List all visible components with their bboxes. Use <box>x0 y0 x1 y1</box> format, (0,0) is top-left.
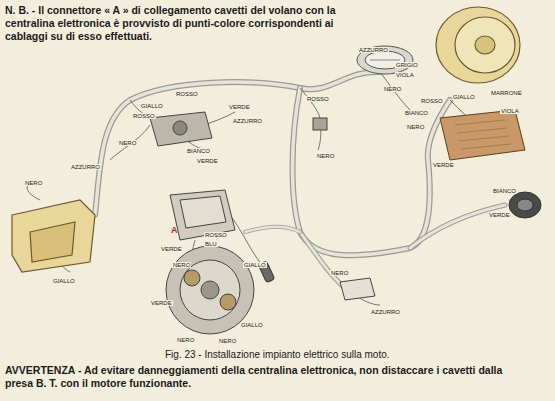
regulator <box>457 128 507 133</box>
stop-switch <box>313 118 327 130</box>
headlamp <box>436 7 520 83</box>
note-text: AVVERTENZA - Ad evitare danneggiamenti d… <box>5 364 520 390</box>
junction-connector <box>340 278 375 300</box>
harness <box>300 232 345 288</box>
speedometer <box>357 46 413 74</box>
regulator <box>459 136 509 141</box>
harness <box>245 227 300 232</box>
speedometer <box>370 60 400 61</box>
regulator <box>440 110 525 160</box>
wires <box>27 185 40 200</box>
cdi-unit <box>180 196 226 228</box>
harness <box>95 72 505 288</box>
horn <box>509 192 541 218</box>
wire-color: BIANCO <box>492 188 517 194</box>
wire-color: GIALLO <box>243 262 267 268</box>
wire-color: NERO <box>118 140 137 146</box>
junction-connector <box>340 278 375 300</box>
wire-color: NERO <box>316 153 335 159</box>
connector-letter: A <box>170 226 179 235</box>
wire-color: ROSSO <box>175 91 199 97</box>
tail-light <box>30 222 75 262</box>
light-switch <box>150 112 212 146</box>
regulator <box>455 120 505 125</box>
headlamp <box>455 17 515 73</box>
harness <box>293 88 451 255</box>
wire-color: VIOLA <box>395 72 415 78</box>
wire-color: NERO <box>24 180 43 186</box>
wires <box>27 72 480 305</box>
regulator <box>440 110 525 160</box>
light-switch <box>150 112 212 146</box>
wire-color: BIANCO <box>404 110 429 116</box>
flywheel-stator <box>201 281 219 299</box>
wire-color: VERDE <box>488 212 511 218</box>
wire-color: AZZURRO <box>358 47 389 53</box>
harness <box>293 88 451 255</box>
figure-caption: Fig. 23 - Installazione impianto elettri… <box>164 349 391 361</box>
harness <box>95 72 380 215</box>
tail-light <box>12 200 95 272</box>
wire-color: ROSSO <box>306 96 330 102</box>
wire-color: BIANCO <box>186 148 211 154</box>
wires <box>110 125 150 160</box>
wire-color: ROSSO <box>204 232 228 238</box>
wire-color: BLU <box>204 241 218 247</box>
wire-color: NERO <box>406 124 425 130</box>
wire-color: GIALLO <box>140 103 164 109</box>
flywheel-stator <box>166 246 254 334</box>
flywheel-stator <box>184 270 200 286</box>
note-text: N. B. - Il connettore « A » di collegame… <box>5 4 350 43</box>
horn <box>517 199 533 211</box>
wire-color: VERDE <box>160 246 183 252</box>
wire-color: VIOLA <box>500 108 520 114</box>
cdi-unit <box>170 190 235 240</box>
harness <box>95 72 380 215</box>
wire-color: GRIGIO <box>395 62 419 68</box>
regulator <box>461 144 511 149</box>
wire-color: GIALLO <box>452 94 476 100</box>
wire-color: NERO <box>176 337 195 343</box>
wire-color: AZZURRO <box>232 118 263 124</box>
headlamp <box>436 7 520 83</box>
wire-color: VERDE <box>196 158 219 164</box>
wire-color: ROSSO <box>420 98 444 104</box>
wire-color: AZZURRO <box>70 164 101 170</box>
wire-color: AZZURRO <box>370 309 401 315</box>
speedometer <box>357 46 413 74</box>
wire-color: NERO <box>218 338 237 344</box>
wire-color: NERO <box>330 270 349 276</box>
wire-color: ROSSO <box>132 113 156 119</box>
wire-color: NERO <box>383 86 402 92</box>
harness <box>300 232 345 288</box>
wire-color: GIALLO <box>240 322 264 328</box>
wire-color: MARRONE <box>490 90 523 96</box>
harness <box>245 227 300 232</box>
stop-switch <box>313 118 327 130</box>
wire-color: GIALLO <box>52 278 76 284</box>
regulator <box>455 120 511 149</box>
wire-color: VERDE <box>228 104 251 110</box>
wire-color: VERDE <box>432 162 455 168</box>
cdi-unit <box>170 190 235 240</box>
headlamp <box>475 36 495 54</box>
wires <box>300 88 320 118</box>
wire-color: VERDE <box>150 300 173 306</box>
light-switch <box>173 121 187 135</box>
flywheel-stator <box>180 260 240 320</box>
flywheel-stator <box>166 246 254 334</box>
horn <box>509 192 541 218</box>
flywheel-stator <box>220 294 236 310</box>
tail-light <box>12 200 95 272</box>
wire-color: NERO <box>172 262 191 268</box>
